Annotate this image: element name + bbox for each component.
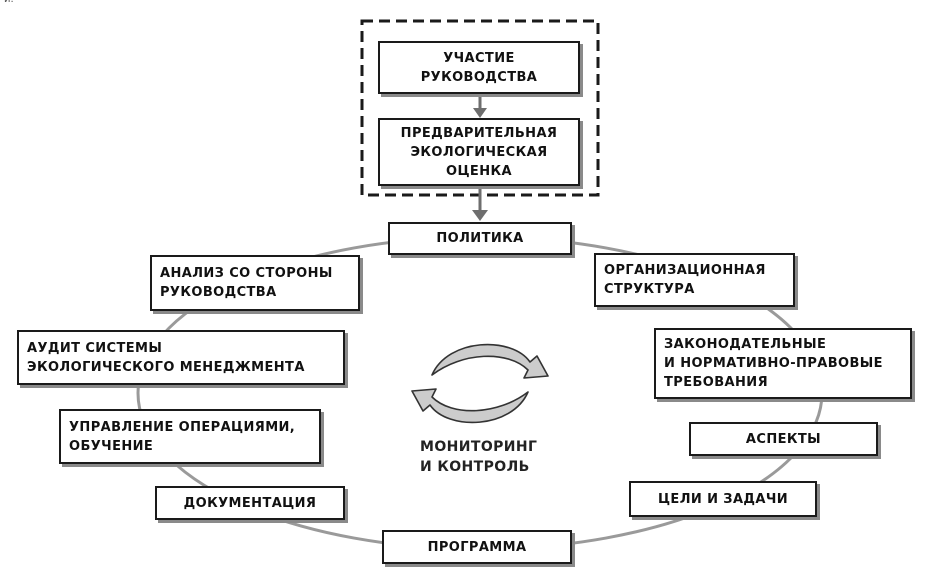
center-label-monitoring: МОНИТОРИНГ И КОНТРОЛЬ (420, 439, 538, 475)
box-aspects: АСПЕКТЫ (689, 422, 878, 456)
box-operations: УПРАВЛЕНИЕ ОПЕРАЦИЯМИ, ОБУЧЕНИЕ (59, 409, 321, 464)
arrow-participation-to-assessment (473, 93, 487, 118)
box-org-structure: ОРГАНИЗАЦИОННАЯ СТРУКТУРА (594, 253, 795, 307)
corner-mark: и. (4, 0, 14, 6)
cycle-arrows-icon (411, 343, 549, 424)
box-program: ПРОГРАММА (382, 530, 572, 564)
box-policy: ПОЛИТИКА (388, 222, 572, 255)
box-legal-requirements: ЗАКОНОДАТЕЛЬНЫЕ И НОРМАТИВНО-ПРАВОВЫЕ ТР… (654, 328, 912, 399)
box-review: АНАЛИЗ СО СТОРОНЫ РУКОВОДСТВА (150, 255, 360, 311)
box-management-participation: УЧАСТИЕ РУКОВОДСТВА (378, 41, 580, 94)
arrow-assessment-to-policy (472, 186, 488, 221)
box-documentation: ДОКУМЕНТАЦИЯ (155, 486, 345, 520)
box-goals: ЦЕЛИ И ЗАДАЧИ (629, 481, 817, 517)
box-audit: АУДИТ СИСТЕМЫ ЭКОЛОГИЧЕСКОГО МЕНЕДЖМЕНТА (17, 330, 345, 385)
box-preliminary-assessment: ПРЕДВАРИТЕЛЬНАЯ ЭКОЛОГИЧЕСКАЯ ОЦЕНКА (378, 118, 580, 186)
